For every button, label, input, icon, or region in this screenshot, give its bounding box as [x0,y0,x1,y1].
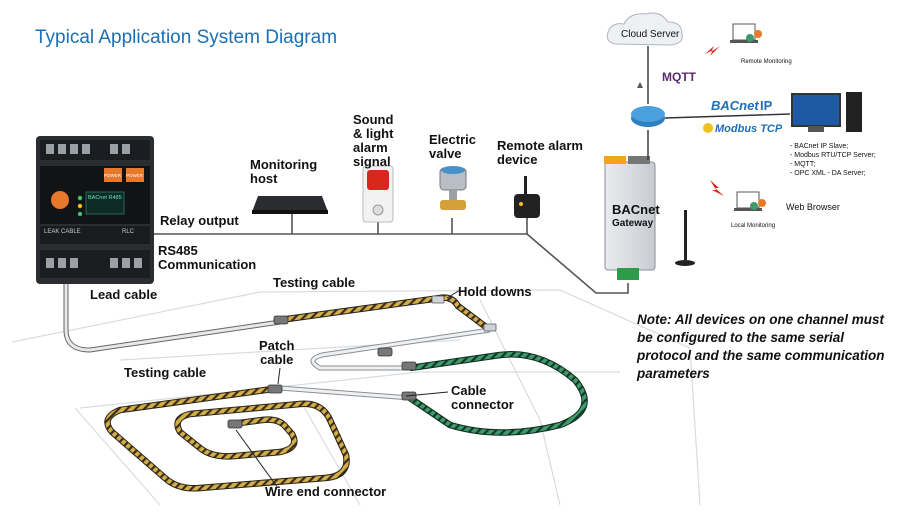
modbus-tcp-label: Modbus TCP [715,123,783,135]
floor-grid [11,289,701,506]
controller-power-1: POWER [104,173,122,178]
local-monitoring-icon [734,191,766,211]
cloud-server-icon [606,12,683,46]
controller-display: BACnet R485 [88,195,122,201]
protocol-list: - BACnet IP Slave; - Modbus RTU/TCP Serv… [790,143,876,177]
cloud-server-label: Cloud Server [621,29,680,40]
bacnet-ip-suffix: IP [760,98,773,113]
mqtt-label: MQTT [662,70,696,84]
electric-valve [439,166,467,210]
router-icon [631,106,665,127]
label-relay-output: Relay output [160,213,239,228]
bacnet-gateway [604,156,656,280]
label-testing-cable-top: Testing cable [273,275,356,290]
bacnet-ip-brand: BACnet [711,98,759,113]
sound-light-alarm [362,165,394,223]
controller-bottom-left: LEAK CABLE [44,229,81,235]
controller-bottom-right: RLC [122,229,135,235]
monitoring-host [252,196,328,214]
remote-monitoring-label: Remote Monitoring [741,59,792,65]
label-testing-cable-left: Testing cable [124,365,207,380]
up-arrow-icon [637,82,643,88]
cable-connectors [227,315,417,429]
label-lead-cable: Lead cable [90,287,158,302]
leak-controller [36,136,154,284]
gateway-title: BACnet [612,202,660,217]
wireless-signal-icons [705,46,724,196]
workstation-icon [791,92,862,132]
label-hold-downs: Hold downs [458,284,532,299]
page-title: Typical Application System Diagram [35,27,338,48]
network-links [647,46,791,160]
remote-monitoring-icon [730,23,762,43]
local-monitoring-label: Local Monitoring [731,223,776,229]
remote-alarm-device [514,176,540,218]
leader-lines [235,289,461,489]
relay-output-bus [150,214,629,294]
modbus-logo-icon [703,123,713,133]
configuration-note: Note: All devices on one channel must be… [637,312,885,381]
hold-downs [431,295,497,332]
label-wire-end-connector: Wire end connector [265,484,387,499]
controller-power-2: POWER [126,173,144,178]
web-browser-label: Web Browser [786,202,840,212]
gateway-antenna [675,210,695,266]
gateway-subtitle: Gateway [612,218,654,229]
